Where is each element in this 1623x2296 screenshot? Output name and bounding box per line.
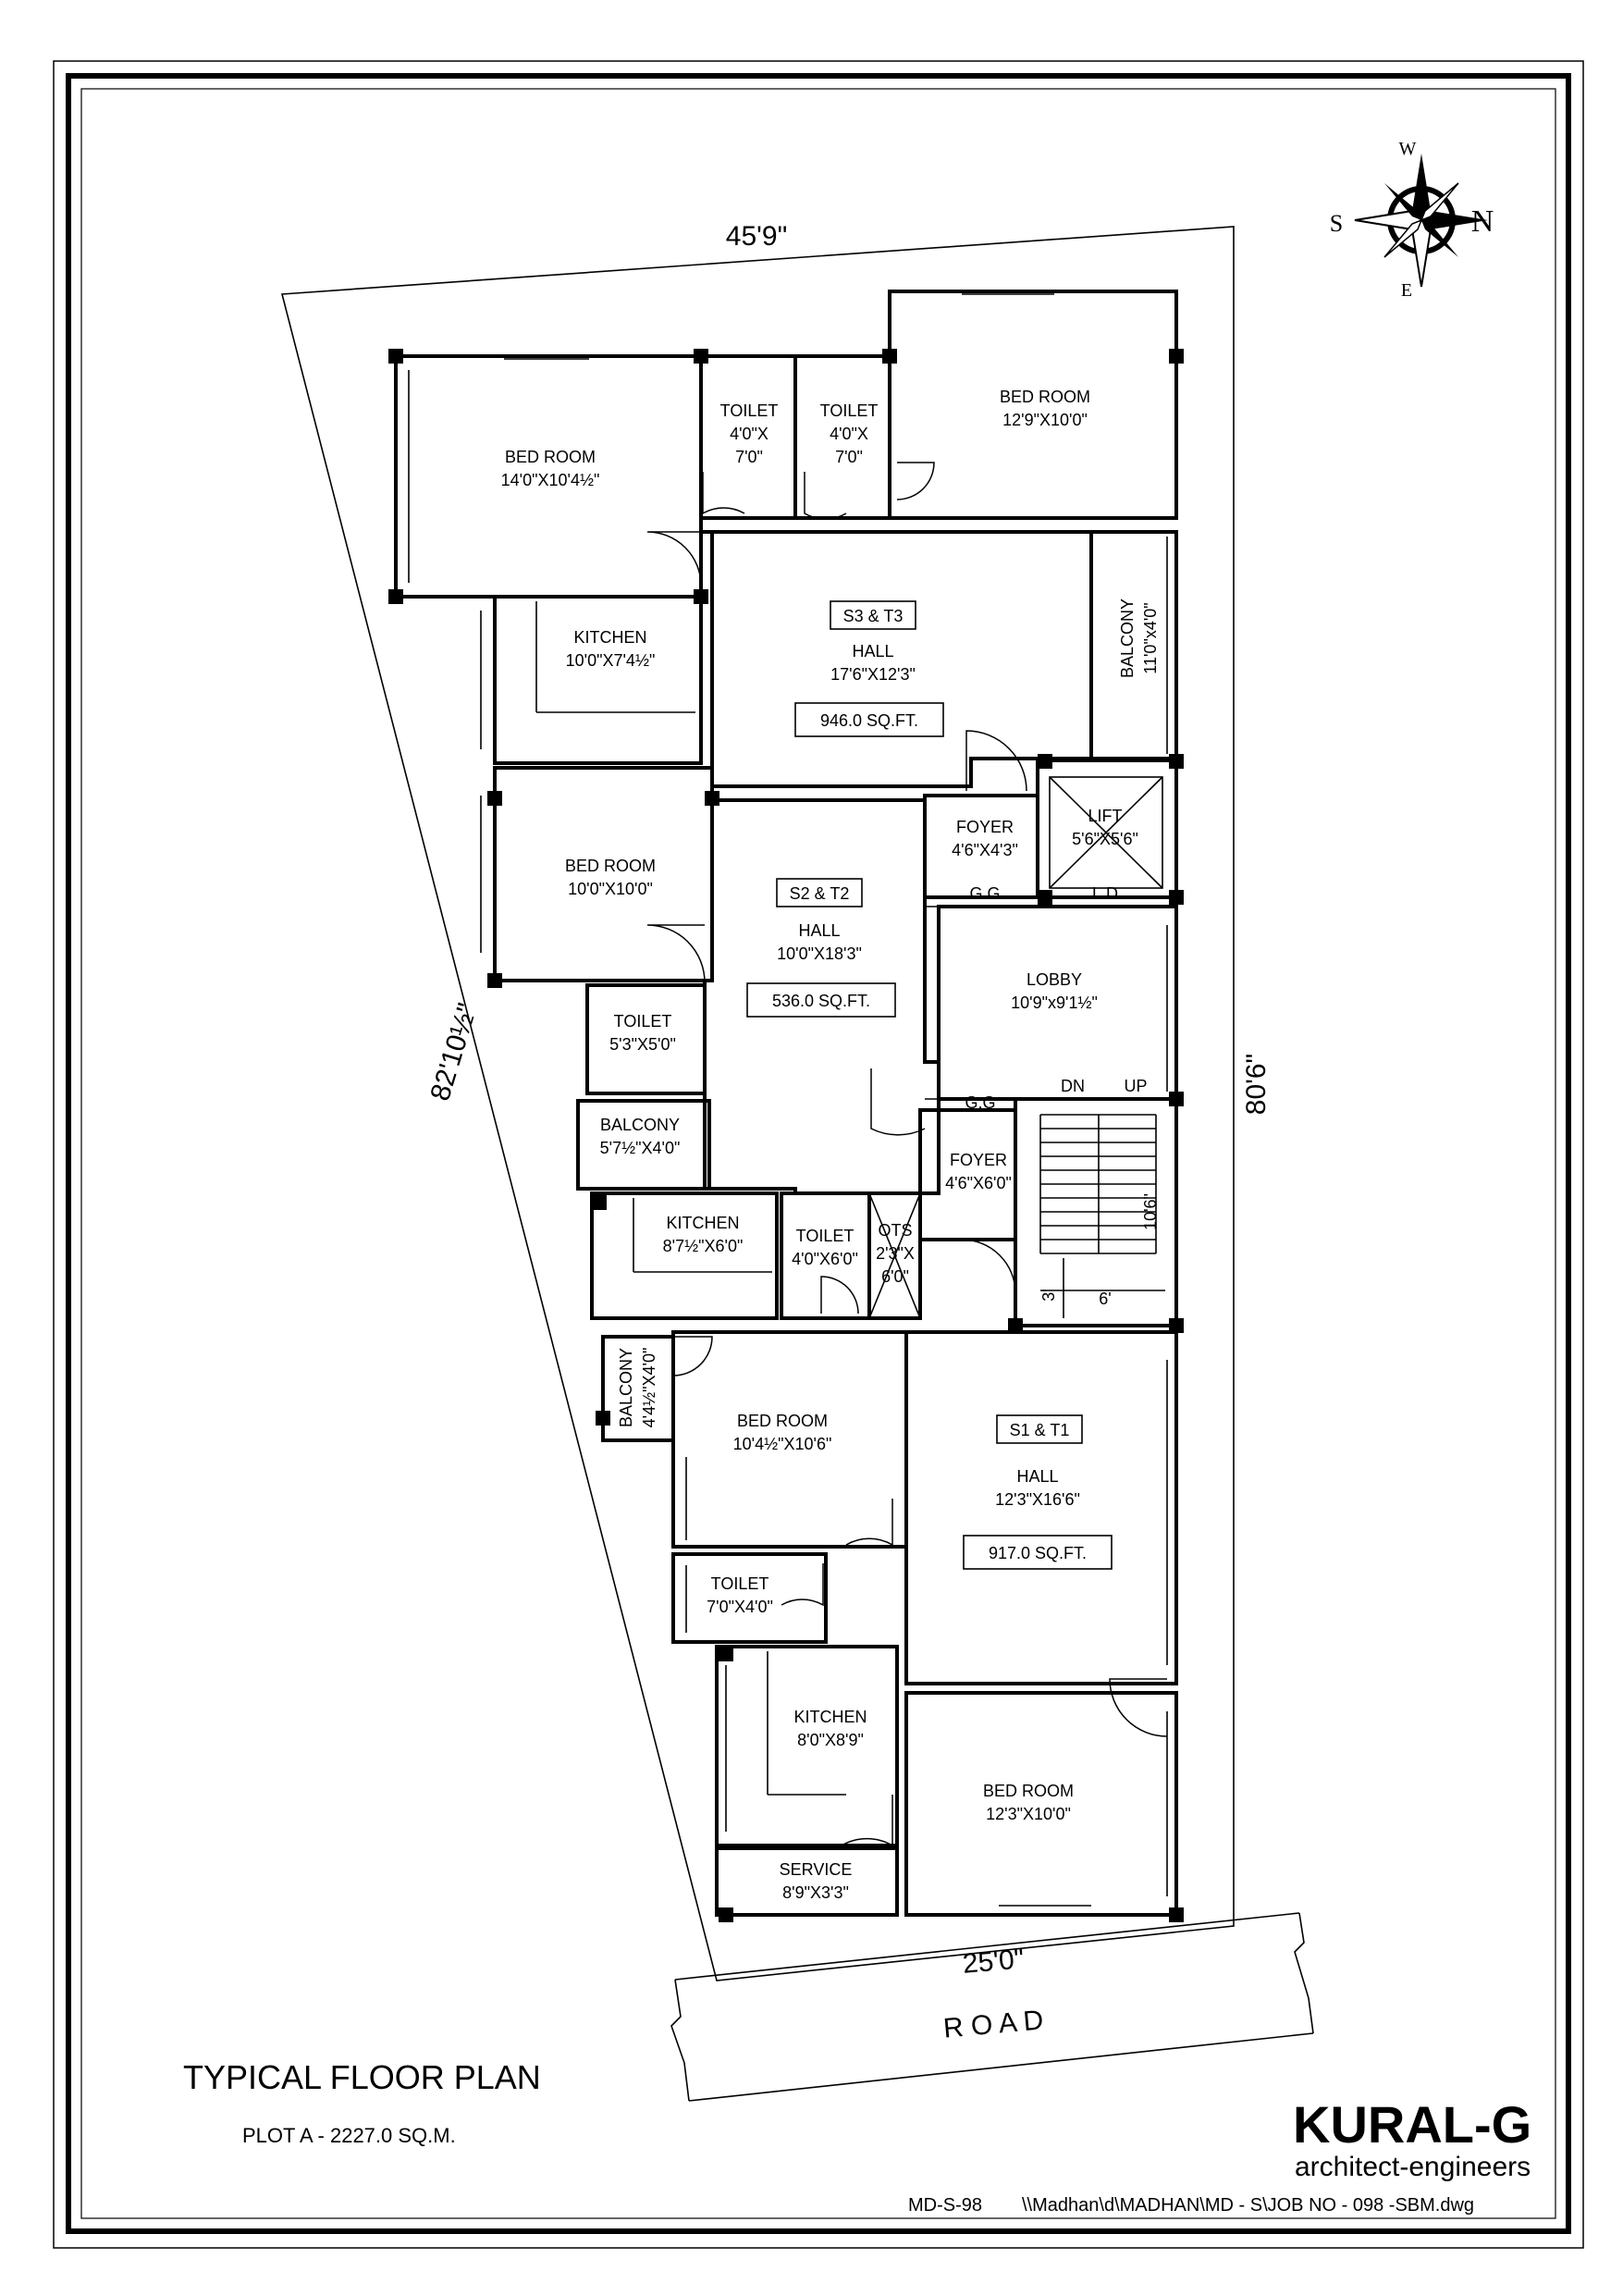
unit-s1-tag: S1 & T1 — [1010, 1421, 1070, 1439]
toilet-4-size: 7'0"X4'0" — [707, 1598, 773, 1616]
toilet-t1-l3: 7'0" — [735, 448, 763, 466]
hall-3-size: 17'6"X12'3" — [830, 665, 916, 684]
unit-s1-area-box — [963, 1535, 1113, 1570]
balcony-2-size: 5'7½"X4'0" — [600, 1139, 681, 1157]
balcony-3-size: 4'4½"X4'0" — [640, 1348, 658, 1428]
foyer-1-name: FOYER — [956, 818, 1014, 836]
hall-3-name: HALL — [852, 642, 893, 660]
firm-name: KURAL-G — [1293, 2095, 1531, 2154]
kitchen-3-name: KITCHEN — [793, 1708, 867, 1726]
sheet-inner-border — [66, 73, 1571, 2234]
bedroom-2-size: 10'0"X10'0" — [568, 880, 653, 898]
compass-rose-icon — [1354, 154, 1488, 288]
road-label: R O A D — [942, 2005, 1045, 2043]
unit-s1-area: 917.0 SQ.FT. — [989, 1544, 1087, 1562]
stair-run-dim: 10'6" — [1141, 1193, 1160, 1230]
unit-s2-tag: S2 & T2 — [790, 884, 850, 903]
ots-l2: 2'3"X — [876, 1244, 915, 1263]
unit-s2-area-box — [746, 982, 896, 1018]
structural-columns — [388, 349, 1184, 1922]
bedroom-tl-size: 14'0"X10'4½" — [501, 471, 600, 489]
compass-w: W — [1399, 139, 1417, 159]
ld-label: L.D — [1092, 884, 1118, 903]
foyer-2-size: 4'6"X6'0" — [945, 1174, 1012, 1192]
compass-e: E — [1401, 280, 1412, 301]
file-path: \\Madhan\d\MADHAN\MD - S\JOB NO - 098 -S… — [1022, 2195, 1474, 2216]
toilet-t1-name: TOILET — [720, 401, 779, 420]
service-size: 8'9"X3'3" — [782, 1883, 849, 1902]
kitchen-3-size: 8'0"X8'9" — [797, 1731, 864, 1749]
bedroom-3-size: 10'4½"X10'6" — [733, 1435, 832, 1453]
lobby-name: LOBBY — [1027, 970, 1082, 989]
kitchen-1-name: KITCHEN — [573, 628, 646, 647]
walls — [394, 290, 1178, 1917]
unit-s3-tag: S3 & T3 — [843, 607, 904, 625]
stair-up-label: UP — [1124, 1077, 1147, 1095]
dimension-right: 80'6" — [1241, 1054, 1272, 1115]
lift-size: 5'6"X5'6" — [1072, 830, 1138, 848]
sheet-outer-border — [53, 60, 1584, 2249]
bedroom-tr-name: BED ROOM — [1000, 388, 1090, 406]
unit-s3-area-box — [794, 702, 944, 737]
bedroom-4-name: BED ROOM — [983, 1782, 1074, 1800]
gg-2-label: G.G — [965, 1093, 995, 1112]
bedroom-2-name: BED ROOM — [565, 857, 656, 875]
foyer-1-size: 4'6"X4'3" — [952, 841, 1018, 859]
plot-area: PLOT A - 2227.0 SQ.M. — [242, 2124, 456, 2147]
unit-s2-tag-box — [776, 878, 863, 907]
unit-s2-area: 536.0 SQ.FT. — [772, 992, 870, 1010]
balcony-3-name: BALCONY — [617, 1348, 635, 1427]
hall-2-name: HALL — [798, 921, 840, 940]
toilet-3-name: TOILET — [796, 1227, 855, 1245]
toilet-t1-l2: 4'0"X — [730, 425, 768, 443]
bedroom-tl-name: BED ROOM — [505, 448, 596, 466]
toilet-4-name: TOILET — [711, 1574, 769, 1593]
toilet-2-name: TOILET — [614, 1012, 672, 1031]
toilet-t2-l3: 7'0" — [835, 448, 863, 466]
unit-s3-tag-box — [830, 600, 916, 630]
stair-treads — [1039, 1114, 1165, 1318]
unit-s3-area: 946.0 SQ.FT. — [820, 711, 918, 730]
balcony-right-size: 11'0"x4'0" — [1141, 602, 1160, 673]
drawing-title: TYPICAL FLOOR PLAN — [183, 2058, 541, 2096]
road-strip — [670, 1912, 1314, 2102]
bedroom-tr-size: 12'9"X10'0" — [1002, 411, 1088, 429]
hall-1-name: HALL — [1016, 1467, 1058, 1486]
service-name: SERVICE — [780, 1860, 853, 1879]
toilet-2-size: 5'3"X5'0" — [609, 1035, 676, 1054]
balcony-2-name: BALCONY — [600, 1116, 680, 1134]
toilet-t2-l2: 4'0"X — [830, 425, 868, 443]
drawing-number: MD-S-98 — [908, 2195, 982, 2216]
dimension-bottom: 25'0" — [962, 1944, 1026, 1980]
bedroom-3-name: BED ROOM — [737, 1412, 828, 1430]
ots-l3: 6'0" — [881, 1267, 909, 1286]
gg-1-label: G.G — [969, 884, 1000, 903]
compass-s: S — [1330, 210, 1343, 237]
lift-name: LIFT — [1088, 807, 1122, 825]
hall-2-size: 10'0"X18'3" — [777, 944, 862, 963]
lobby-size: 10'9"x9'1½" — [1011, 994, 1098, 1012]
stair-width-dim: 6' — [1099, 1290, 1111, 1308]
kitchen-2-name: KITCHEN — [666, 1214, 739, 1232]
ots-name: OTS — [878, 1221, 912, 1240]
balcony-right-name: BALCONY — [1118, 599, 1137, 678]
door-swings — [646, 462, 1168, 1847]
dimension-left: 82'10½" — [424, 1000, 483, 1105]
hall-1-size: 12'3"X16'6" — [995, 1490, 1080, 1509]
firm-tagline: architect-engineers — [1295, 2152, 1531, 2182]
compass-n: N — [1471, 204, 1494, 239]
stair-down-label: DN — [1061, 1077, 1085, 1095]
foyer-2-name: FOYER — [950, 1151, 1007, 1169]
plot-boundary — [280, 226, 1235, 1981]
bedroom-4-size: 12'3"X10'0" — [986, 1805, 1071, 1823]
kitchen-2-size: 8'7½"X6'0" — [663, 1237, 744, 1255]
toilet-t2-name: TOILET — [820, 401, 879, 420]
kitchen-1-size: 10'0"X7'4½" — [566, 651, 656, 670]
unit-s1-tag-box — [996, 1414, 1083, 1444]
stair-landing-dim: 3' — [1039, 1289, 1058, 1301]
dimension-top: 45'9" — [726, 221, 787, 252]
toilet-3-size: 4'0"X6'0" — [792, 1250, 858, 1268]
sheet-frame-line — [80, 88, 1556, 2219]
